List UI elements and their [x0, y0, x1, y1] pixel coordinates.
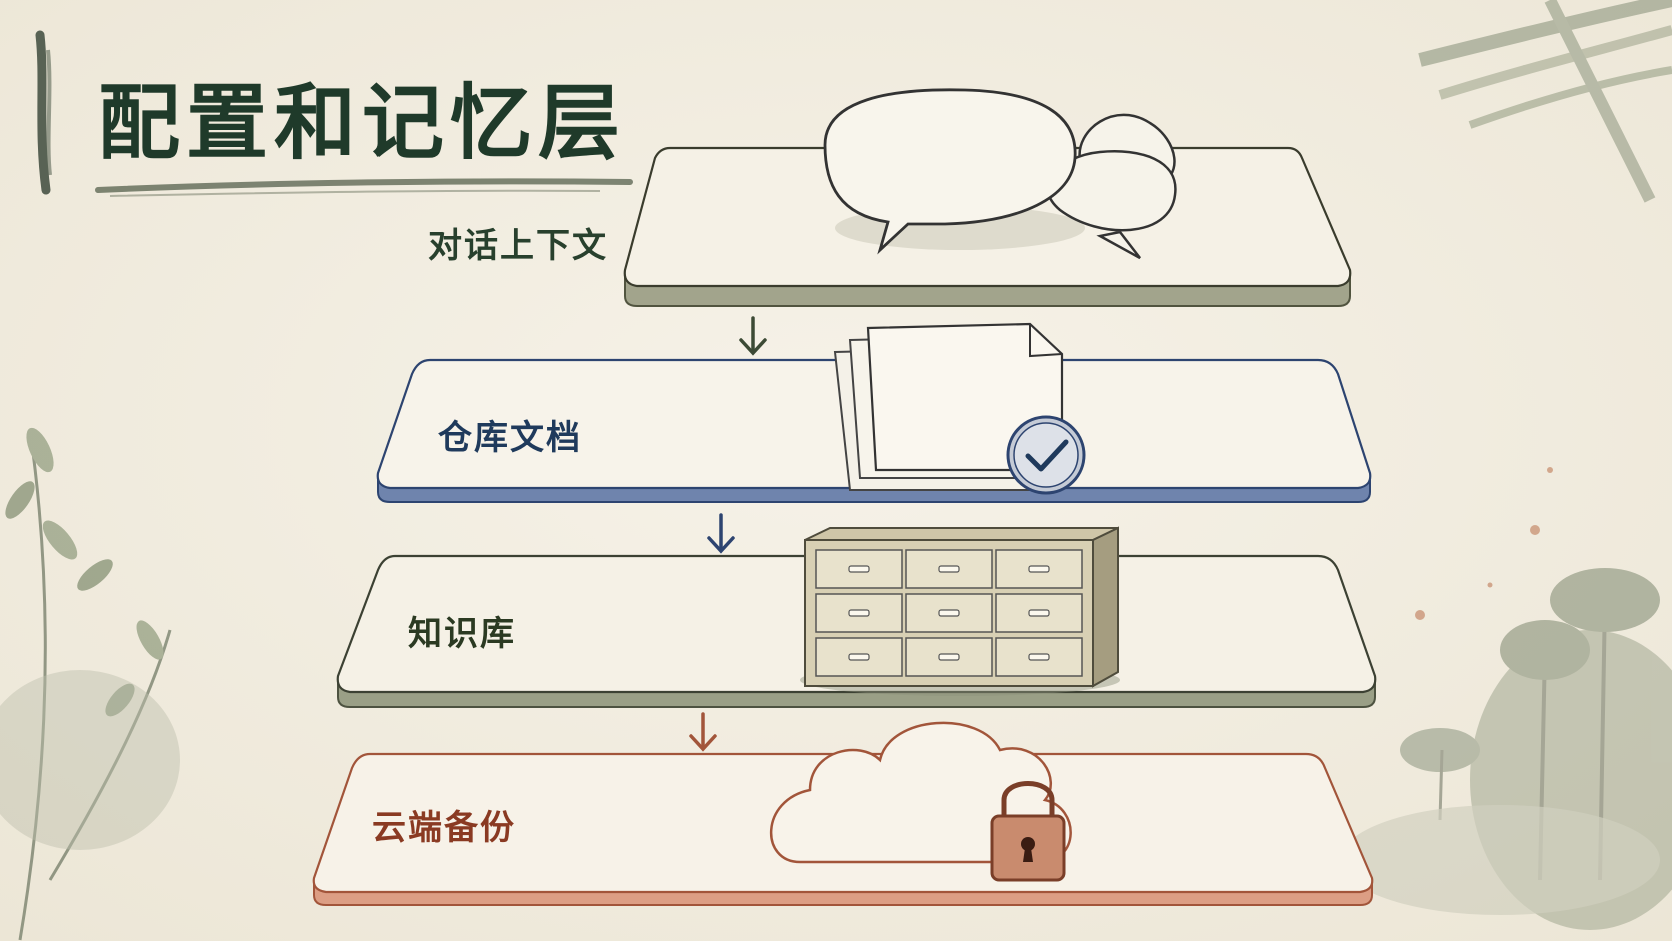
layer-label-conversation-context: 对话上下文 — [428, 226, 608, 266]
paint-splatter — [1415, 467, 1553, 620]
layer-label-knowledge-base: 知识库 — [408, 614, 516, 654]
cloud-lock-icon — [769, 721, 1072, 882]
plant-illustration — [0, 427, 180, 941]
arrow-down-icon — [739, 316, 767, 356]
tree-illustration — [1340, 568, 1672, 930]
corner-brush-foliage — [1418, 0, 1672, 203]
speech-bubbles-icon — [823, 88, 1177, 260]
title-brush-stroke — [35, 30, 633, 197]
arrow-down-icon — [689, 712, 717, 752]
documents-check-icon — [833, 322, 1086, 495]
layer-label-repository-docs: 仓库文档 — [438, 418, 582, 458]
arrow-down-icon — [707, 513, 735, 554]
layer-label-cloud-backup: 云端备份 — [372, 808, 516, 848]
filing-cabinet-icon — [800, 526, 1120, 696]
page-title: 配置和记忆层 — [98, 76, 627, 171]
